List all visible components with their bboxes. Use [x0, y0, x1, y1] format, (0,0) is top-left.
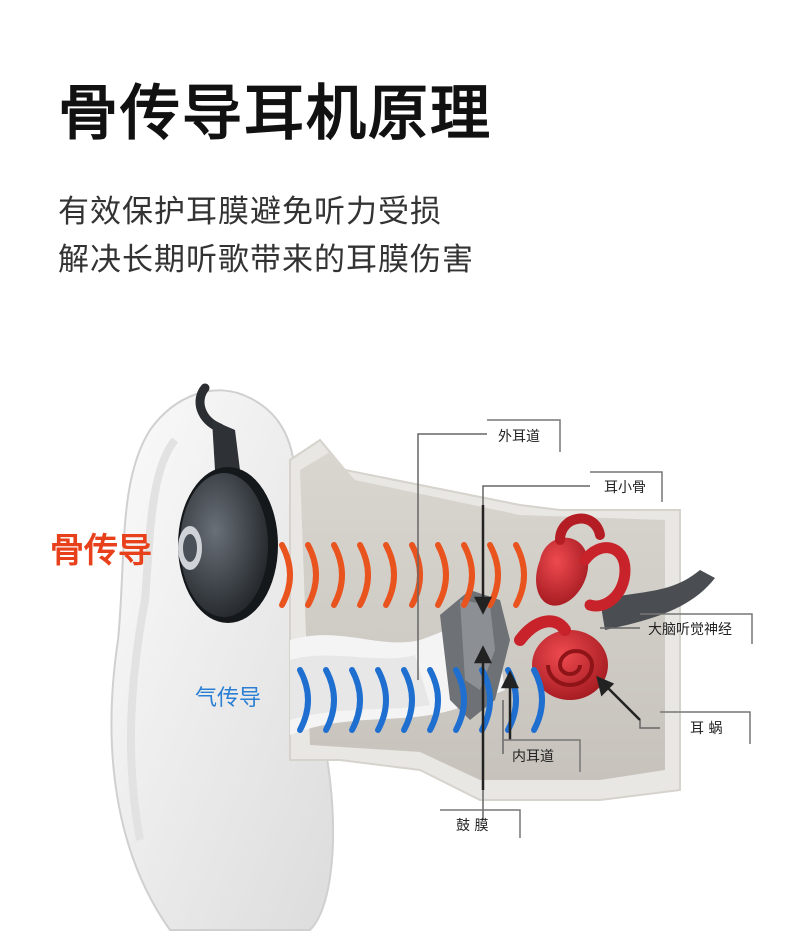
air-wave-arc-7	[453, 667, 467, 733]
callout-eardrum: 鼓 膜	[440, 809, 521, 838]
air-wave-arc-6	[427, 667, 441, 733]
svg-text:耳 蜗: 耳 蜗	[690, 721, 722, 737]
svg-text:鼓 膜: 鼓 膜	[456, 818, 488, 834]
bone-wave-arc-9	[487, 542, 501, 608]
bone-wave-arc-3	[331, 542, 345, 608]
bone-wave-arc-10	[513, 542, 527, 608]
bone-wave-arc-1	[279, 542, 293, 608]
callout-cochlea: 耳 蜗	[660, 711, 751, 744]
svg-text:耳小骨: 耳小骨	[604, 480, 646, 496]
bone-conduction-label: 骨传导	[50, 531, 152, 571]
svg-text:大脑听觉神经: 大脑听觉神经	[648, 622, 732, 638]
callout-outer-ear-canal: 外耳道	[487, 419, 561, 452]
callout-leader-lines	[417, 433, 660, 820]
svg-text:外耳道: 外耳道	[498, 429, 540, 445]
bone-wave-arc-8	[461, 542, 475, 608]
bone-wave-arc-5	[383, 542, 397, 608]
air-wave-arc-2	[323, 667, 337, 733]
subtitle-line-1: 有效保护耳膜避免听力受损	[58, 194, 442, 230]
air-conduction-label: 气传导	[195, 686, 261, 711]
air-wave-arc-8	[479, 667, 493, 733]
bone-wave-arc-7	[435, 542, 449, 608]
bone-wave-arc-6	[409, 542, 423, 608]
bone-conduction-diagram: 外耳道 耳小骨 大脑听觉神经 耳 蜗 内耳道 鼓 膜 骨传导 气传导	[50, 383, 753, 931]
callout-ossicles: 耳小骨	[590, 471, 663, 502]
subtitle-line-2: 解决长期听歌带来的耳膜伤害	[58, 242, 474, 278]
air-wave-arc-3	[349, 667, 363, 733]
air-wave-arc-4	[375, 667, 389, 733]
bone-conduction-waves	[279, 542, 527, 608]
cochlea-shape	[514, 513, 631, 700]
air-wave-arc-10	[531, 667, 545, 733]
conduction-arrows	[473, 505, 641, 790]
callout-auditory-nerve: 大脑听觉神经	[640, 613, 753, 644]
air-wave-arc-1	[297, 667, 311, 733]
callout-inner-ear-canal: 内耳道	[503, 739, 581, 772]
bone-wave-arc-4	[357, 542, 371, 608]
page-title: 骨传导耳机原理	[58, 79, 492, 149]
air-wave-arc-5	[401, 667, 415, 733]
bone-wave-arc-2	[305, 542, 319, 608]
outer-ear-shape	[110, 389, 335, 931]
svg-text:内耳道: 内耳道	[512, 749, 554, 765]
earphone-device	[178, 383, 278, 623]
